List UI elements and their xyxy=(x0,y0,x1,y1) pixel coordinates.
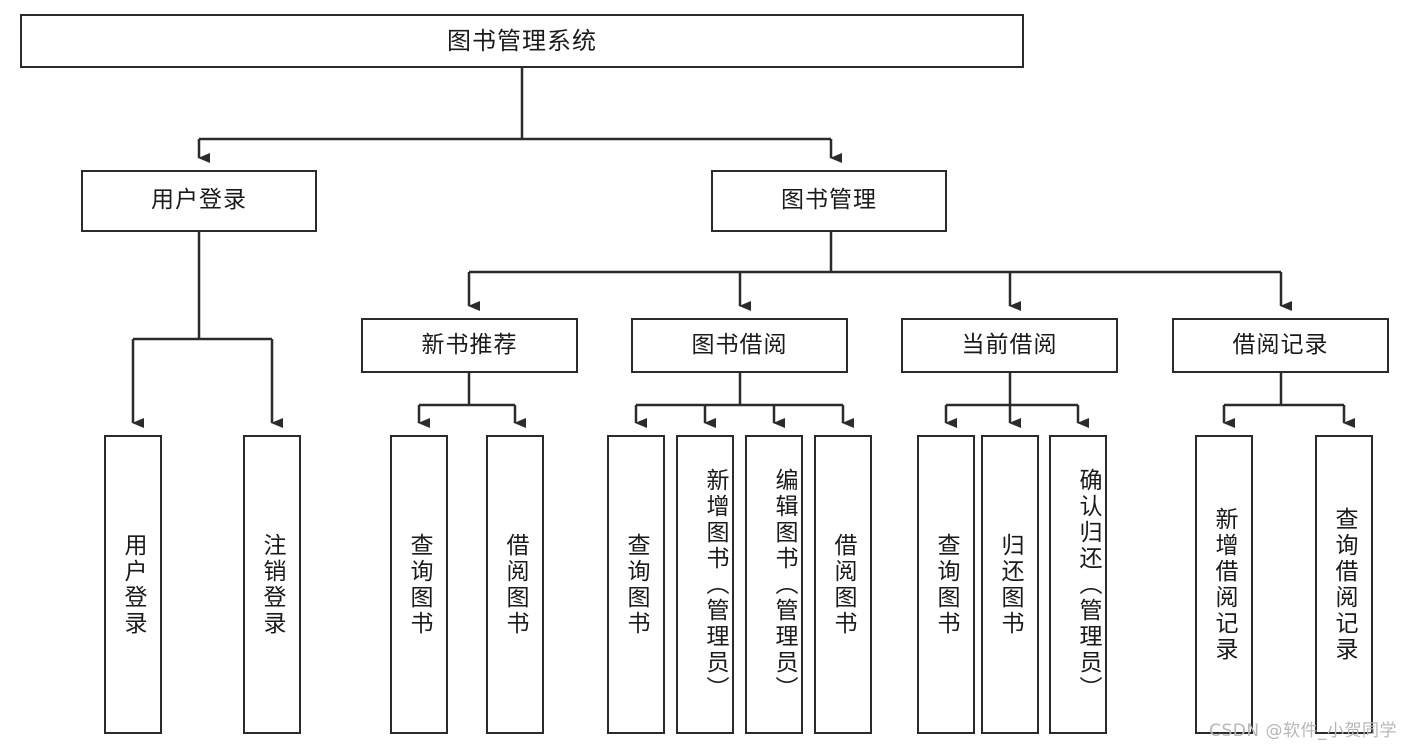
node-label: 图书管理 xyxy=(781,187,877,214)
node-label: 用户登录 xyxy=(151,187,247,214)
node-label: 确认归还（管理员） xyxy=(1075,467,1101,702)
node-current-borrowing[interactable]: 当前借阅 xyxy=(901,318,1118,373)
leaf-book-borrow-borrow-books[interactable]: 借阅图书 xyxy=(814,435,872,734)
node-book-management[interactable]: 图书管理 xyxy=(711,170,947,232)
leaf-borrow-record-add-record[interactable]: 新增借阅记录 xyxy=(1195,435,1253,734)
leaf-user-login-signout[interactable]: 注销登录 xyxy=(243,435,301,734)
leaf-book-borrow-add-book-admin[interactable]: 新增图书（管理员） xyxy=(676,435,734,734)
leaf-new-book-borrow-books[interactable]: 借阅图书 xyxy=(486,435,544,734)
node-label: 查询图书 xyxy=(406,532,432,637)
node-label: 查询图书 xyxy=(933,532,959,637)
node-borrowing-record[interactable]: 借阅记录 xyxy=(1172,318,1389,373)
leaf-new-book-query-books[interactable]: 查询图书 xyxy=(390,435,448,734)
node-label: 图书管理系统 xyxy=(447,26,597,55)
node-label: 当前借阅 xyxy=(961,331,1058,358)
node-label: 新增图书（管理员） xyxy=(702,467,728,702)
leaf-book-borrow-query-books[interactable]: 查询图书 xyxy=(607,435,665,734)
node-label: 查询借阅记录 xyxy=(1331,506,1357,663)
node-label: 归还图书 xyxy=(997,532,1023,637)
node-user-login[interactable]: 用户登录 xyxy=(81,170,317,232)
node-label: 新书推荐 xyxy=(421,331,518,358)
leaf-book-borrow-edit-book-admin[interactable]: 编辑图书（管理员） xyxy=(745,435,803,734)
leaf-borrow-record-query-record[interactable]: 查询借阅记录 xyxy=(1315,435,1373,734)
node-label: 查询图书 xyxy=(623,532,649,637)
node-label: 注销登录 xyxy=(259,532,285,637)
node-book-borrowing[interactable]: 图书借阅 xyxy=(631,318,848,373)
node-label: 借阅图书 xyxy=(830,532,856,637)
node-label: 用户登录 xyxy=(120,532,146,637)
node-label: 图书借阅 xyxy=(691,331,788,358)
node-label: 新增借阅记录 xyxy=(1211,506,1237,663)
csdn-watermark: CSDN @软件_小贺同学 xyxy=(1209,721,1397,741)
node-label: 借阅记录 xyxy=(1232,331,1329,358)
leaf-current-borrow-query-books[interactable]: 查询图书 xyxy=(917,435,975,734)
leaf-current-borrow-confirm-return-admin[interactable]: 确认归还（管理员） xyxy=(1049,435,1107,734)
node-new-book-recommendation[interactable]: 新书推荐 xyxy=(361,318,578,373)
node-label: 编辑图书（管理员） xyxy=(771,467,797,702)
node-root-book-management-system[interactable]: 图书管理系统 xyxy=(20,14,1024,68)
node-label: 借阅图书 xyxy=(502,532,528,637)
leaf-user-login-signin[interactable]: 用户登录 xyxy=(104,435,162,734)
leaf-current-borrow-return-books[interactable]: 归还图书 xyxy=(981,435,1039,734)
